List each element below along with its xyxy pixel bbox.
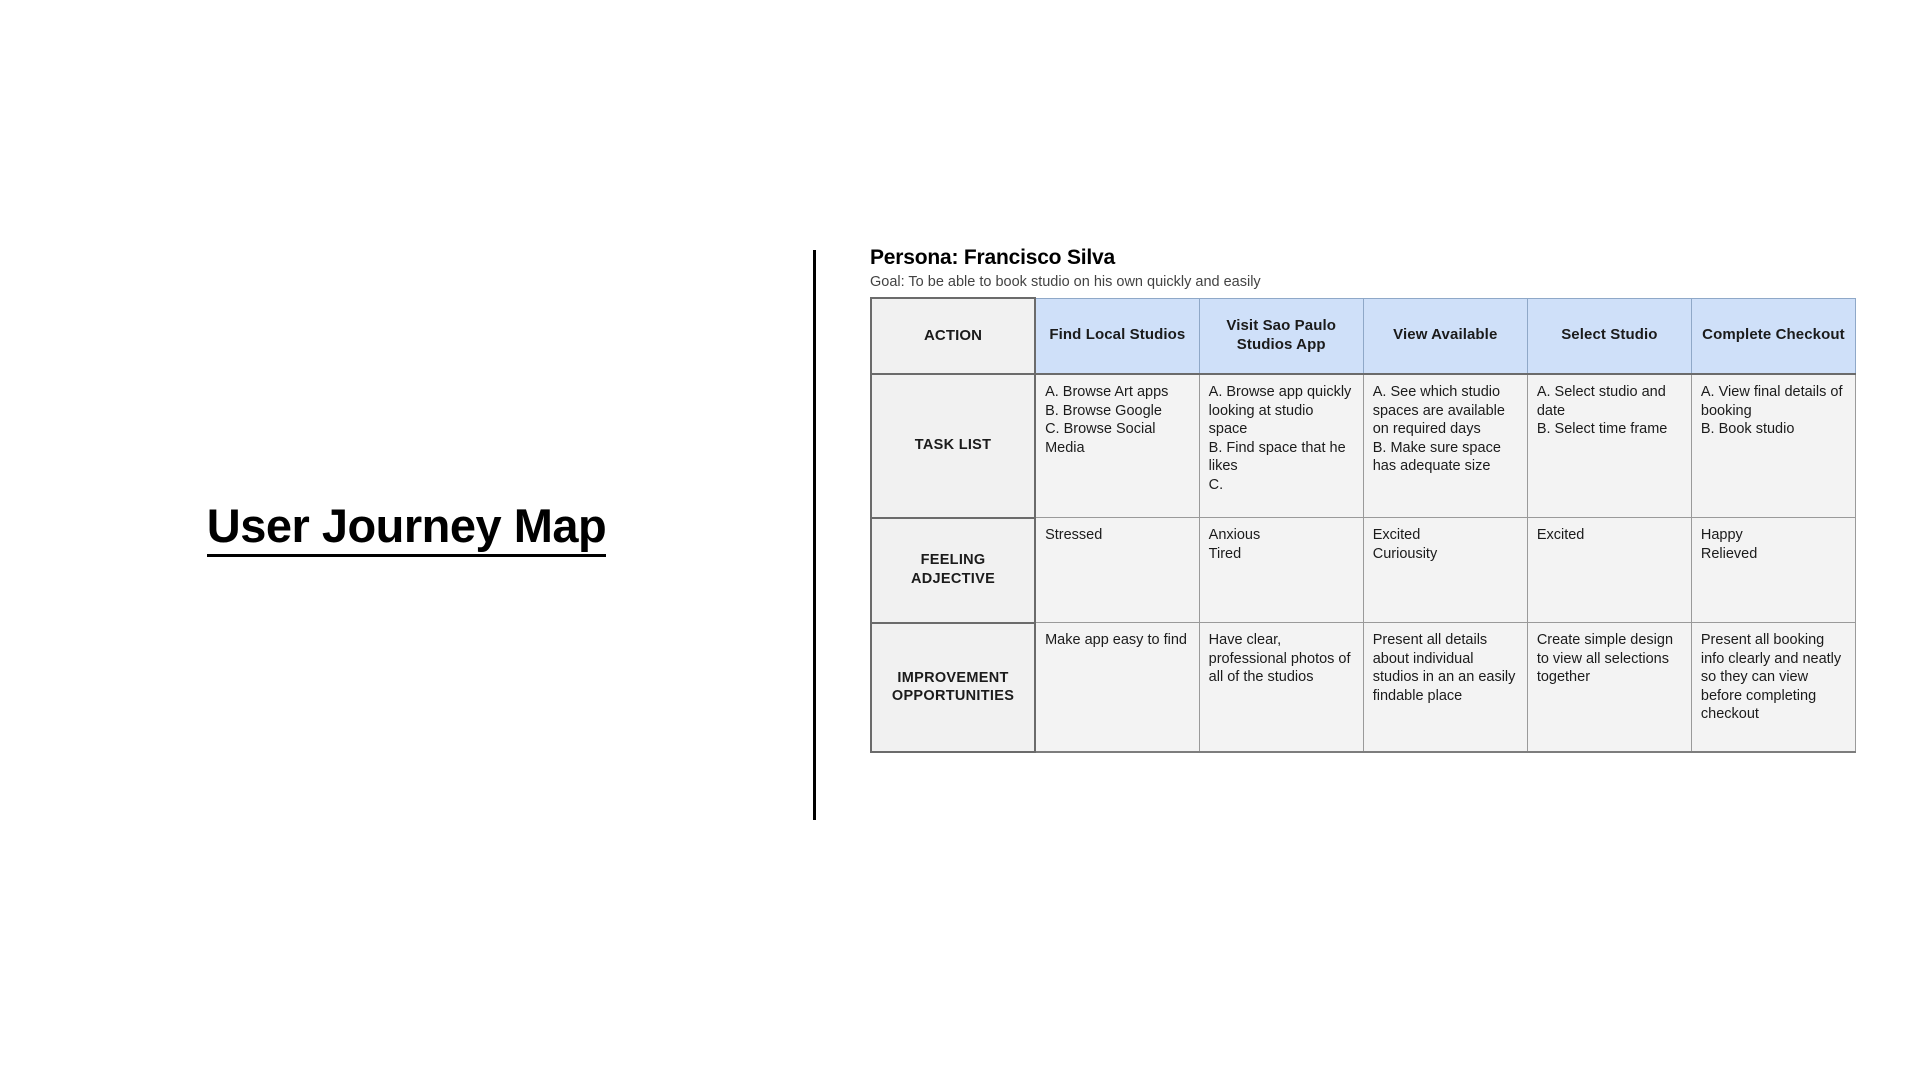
table-header-row: ACTION Find Local Studios Visit Sao Paul…: [869, 297, 1857, 376]
cell-feeling-visit-app: Anxious Tired: [1198, 517, 1364, 624]
stage-header-view-available: View Available: [1362, 297, 1528, 375]
page-title-text: User Journey Map: [206, 499, 607, 557]
cell-improvement-visit-app: Have clear, professional photos of all o…: [1198, 622, 1364, 754]
table-row: IMPROVEMENT OPPORTUNITIES Make app easy …: [869, 621, 1857, 754]
page-title: User Journey Map: [0, 499, 813, 557]
column-header-action: ACTION: [869, 297, 1037, 376]
cell-improvement-complete-checkout: Present all booking info clearly and nea…: [1690, 622, 1857, 754]
row-label-improvement-opportunities: IMPROVEMENT OPPORTUNITIES: [869, 621, 1037, 754]
cell-task-list-complete-checkout: A. View final details of booking B. Book…: [1690, 373, 1857, 519]
cell-improvement-select-studio: Create simple design to view all selecti…: [1526, 622, 1692, 754]
stage-header-select-studio: Select Studio: [1526, 297, 1692, 375]
cell-task-list-view-available: A. See which studio spaces are available…: [1362, 373, 1528, 519]
vertical-divider: [813, 250, 816, 820]
row-label-task-list: TASK LIST: [869, 373, 1037, 519]
row-label-feeling-adjective: FEELING ADJECTIVE: [869, 516, 1037, 624]
journey-table-body: ACTION Find Local Studios Visit Sao Paul…: [869, 297, 1857, 754]
cell-task-list-visit-app: A. Browse app quickly looking at studio …: [1198, 373, 1364, 519]
persona-heading: Persona: Francisco Silva: [870, 246, 1115, 269]
table-row: TASK LIST A. Browse Art apps B. Browse G…: [869, 373, 1857, 519]
cell-feeling-find-local-studios: Stressed: [1034, 517, 1200, 624]
journey-map-panel: Persona: Francisco Silva Goal: To be abl…: [869, 245, 1860, 754]
cell-improvement-view-available: Present all details about individual stu…: [1362, 622, 1528, 754]
stage-header-find-local-studios: Find Local Studios: [1034, 297, 1200, 375]
slide-left-panel: User Journey Map: [0, 0, 813, 1080]
stage-header-visit-sao-paulo-studios-app: Visit Sao Paulo Studios App: [1198, 297, 1364, 375]
cell-improvement-find-local-studios: Make app easy to find: [1034, 622, 1200, 754]
cell-task-list-find-local-studios: A. Browse Art apps B. Browse Google C. B…: [1034, 373, 1200, 519]
cell-feeling-complete-checkout: Happy Relieved: [1690, 517, 1857, 624]
user-journey-table: ACTION Find Local Studios Visit Sao Paul…: [869, 297, 1857, 754]
cell-feeling-select-studio: Excited: [1526, 517, 1692, 624]
persona-goal: Goal: To be able to book studio on his o…: [870, 274, 1261, 291]
cell-feeling-view-available: Excited Curiousity: [1362, 517, 1528, 624]
cell-task-list-select-studio: A. Select studio and date B. Select time…: [1526, 373, 1692, 519]
stage-header-complete-checkout: Complete Checkout: [1690, 297, 1857, 375]
table-row: FEELING ADJECTIVE Stressed Anxious Tired…: [869, 516, 1857, 624]
